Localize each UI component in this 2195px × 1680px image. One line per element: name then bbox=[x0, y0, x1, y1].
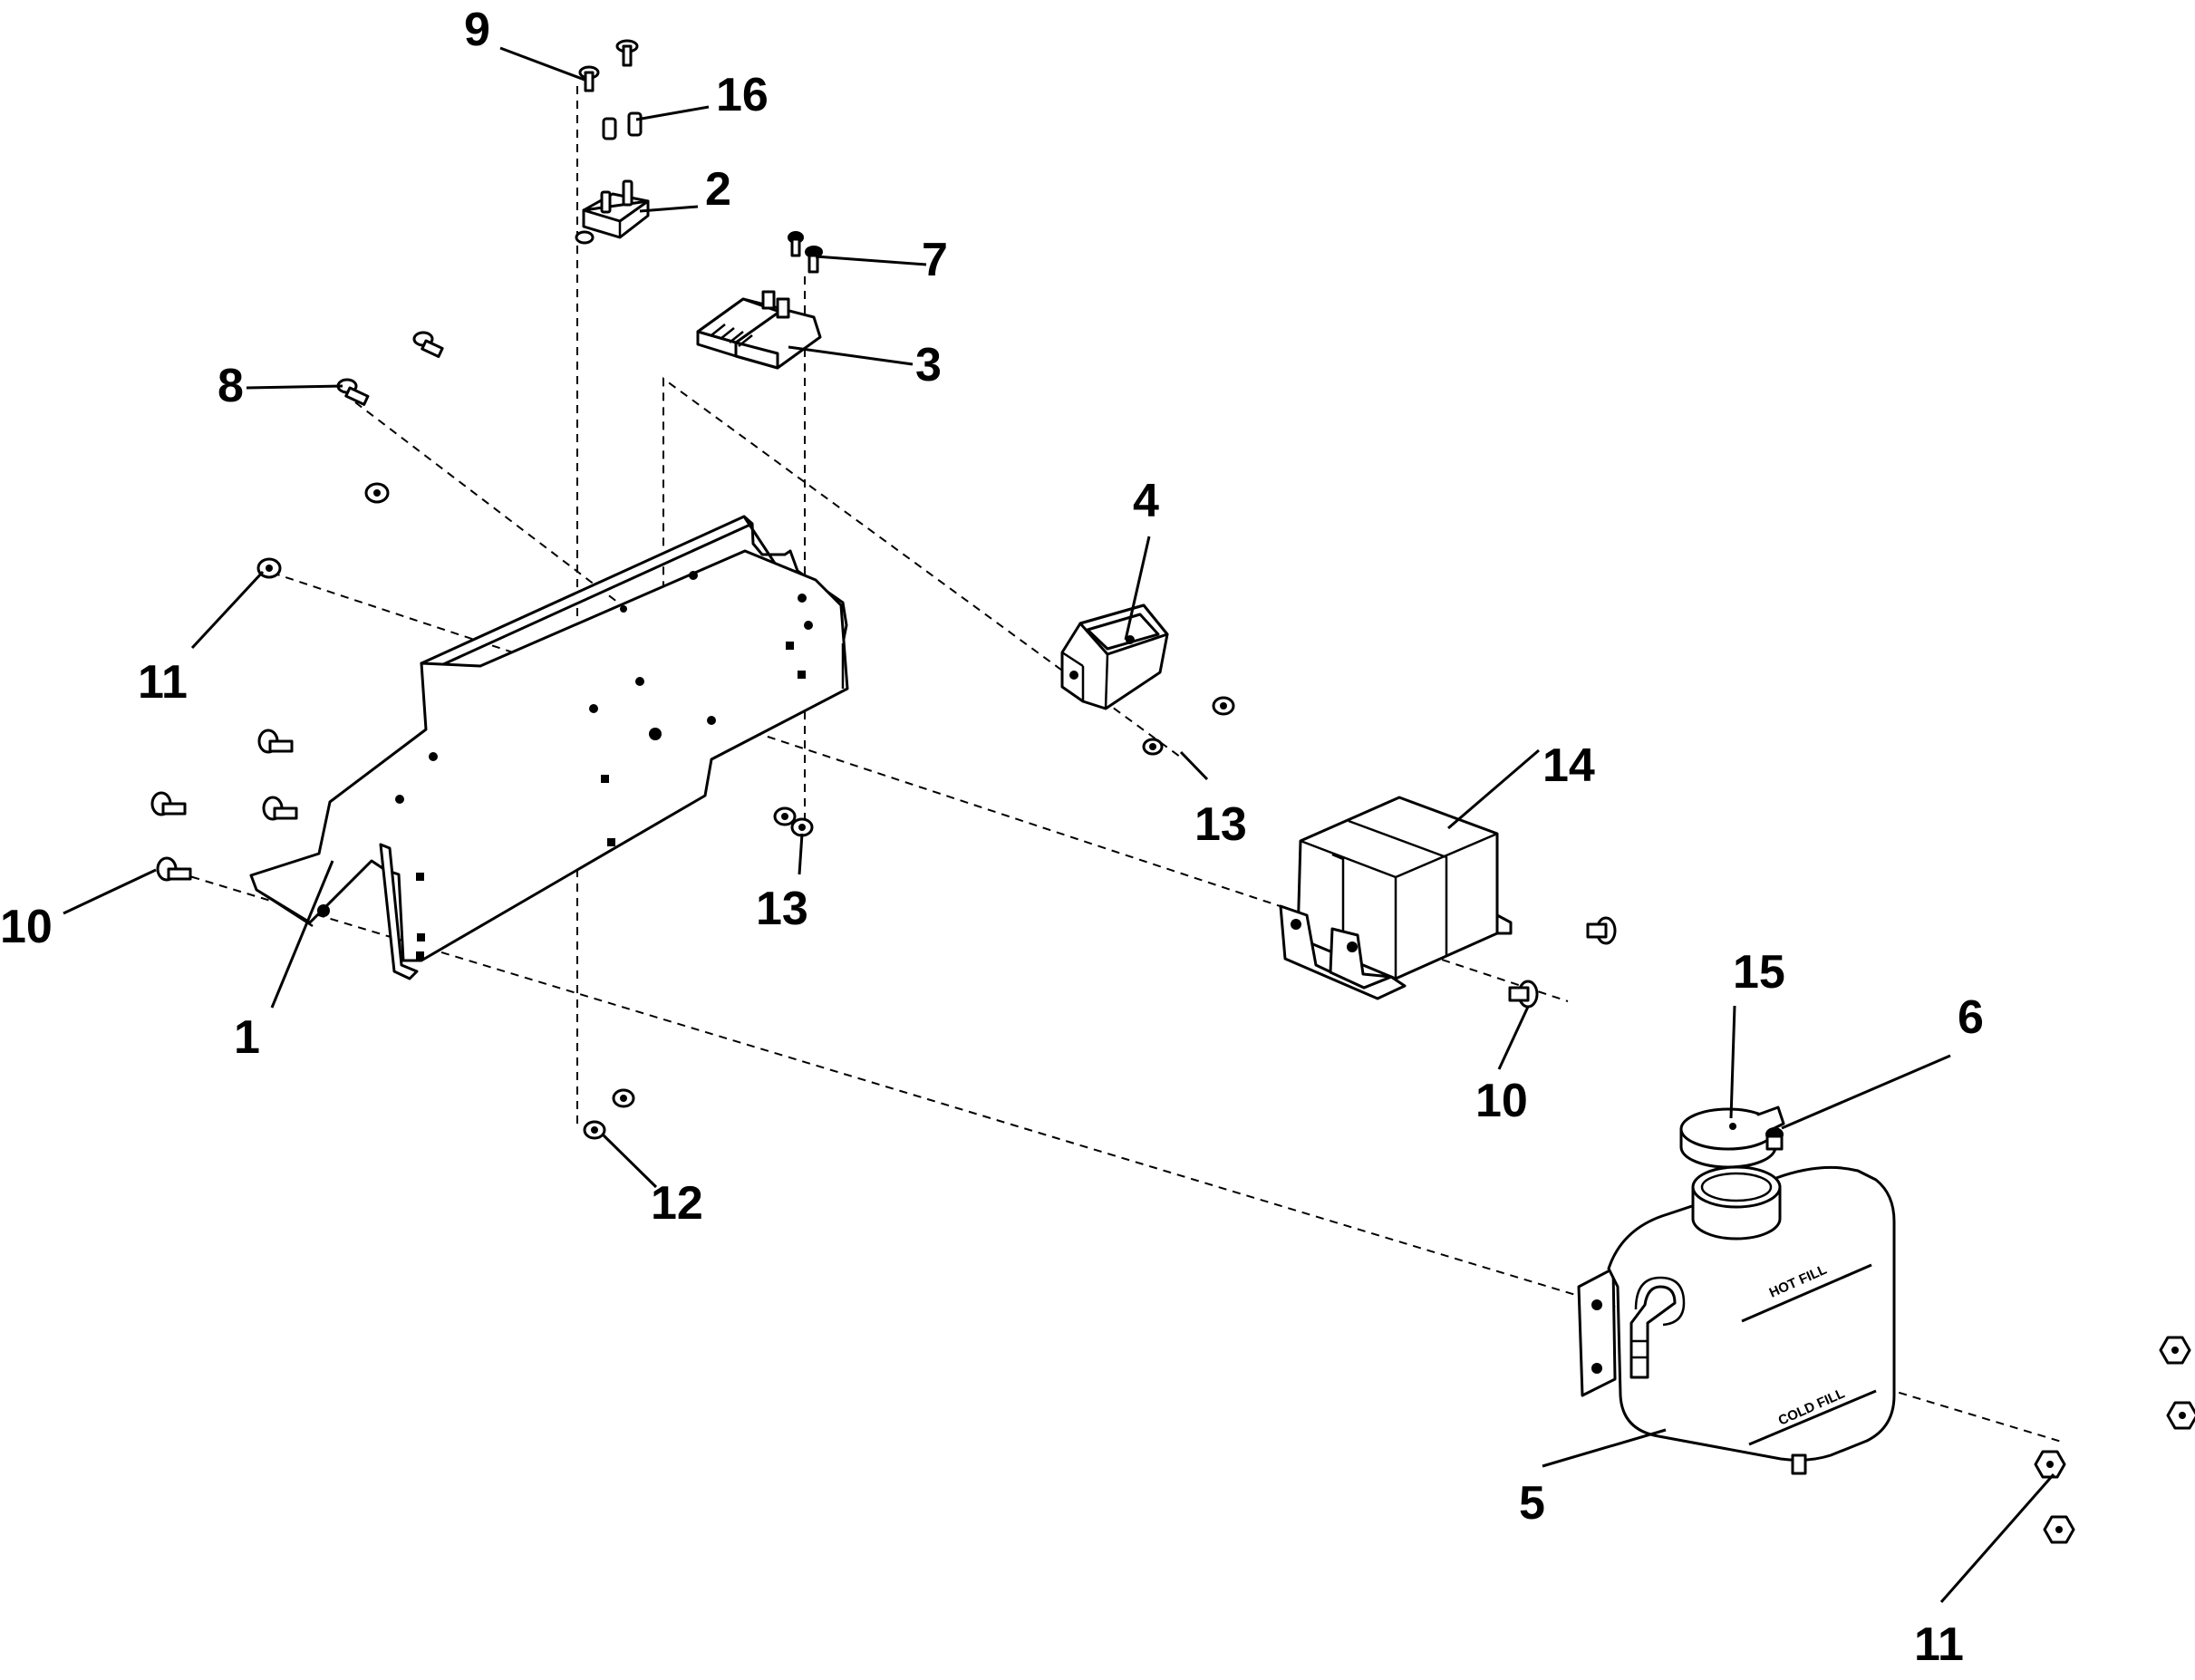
callout-3: 3 bbox=[915, 339, 942, 391]
terminal-boots bbox=[602, 111, 643, 140]
callout-7: 7 bbox=[922, 234, 948, 286]
screws-top bbox=[578, 39, 639, 92]
callout-4: 4 bbox=[1133, 475, 1159, 527]
callout-15: 15 bbox=[1733, 946, 1785, 999]
callout-1: 1 bbox=[234, 1011, 260, 1064]
callout-9: 9 bbox=[464, 4, 490, 56]
callout-10-right: 10 bbox=[1475, 1075, 1528, 1127]
relay-connector bbox=[696, 290, 822, 370]
callout-10-left: 10 bbox=[0, 901, 53, 953]
callout-13-holder: 13 bbox=[1194, 798, 1247, 851]
callout-labels: 1 2 3 4 5 6 7 8 9 10 10 11 11 12 13 13 1… bbox=[0, 4, 1984, 1671]
screws-7 bbox=[788, 231, 823, 274]
bolts-left bbox=[150, 729, 298, 882]
callout-16: 16 bbox=[716, 69, 769, 121]
callout-14: 14 bbox=[1542, 739, 1595, 792]
reservoir-cap bbox=[1679, 1106, 1785, 1169]
push-pins-right bbox=[1508, 916, 1617, 1009]
callout-8: 8 bbox=[218, 360, 244, 412]
loose-bolts bbox=[336, 331, 444, 504]
callout-5: 5 bbox=[1519, 1477, 1545, 1530]
leader-lines bbox=[63, 46, 2055, 1603]
circuit-breaker bbox=[575, 179, 650, 245]
callout-13-bracket: 13 bbox=[756, 883, 808, 935]
callout-11-right: 11 bbox=[1914, 1618, 1964, 1671]
nuts-13-bracket bbox=[773, 806, 814, 837]
relay-holder bbox=[1060, 603, 1169, 710]
mounting-bracket bbox=[249, 515, 849, 980]
callout-2: 2 bbox=[705, 163, 731, 216]
callout-6: 6 bbox=[1958, 991, 1984, 1044]
control-module bbox=[1279, 796, 1513, 1000]
callout-12: 12 bbox=[651, 1177, 703, 1230]
nuts-13-holder bbox=[1142, 696, 1235, 756]
reservoir-tank: HOT FILL COLD FILL bbox=[1577, 1165, 1896, 1475]
vent-fitting bbox=[1765, 1127, 1784, 1151]
nuts-right bbox=[2034, 1336, 2195, 1544]
nuts-12 bbox=[583, 1088, 635, 1140]
callout-11-left: 11 bbox=[138, 656, 188, 709]
